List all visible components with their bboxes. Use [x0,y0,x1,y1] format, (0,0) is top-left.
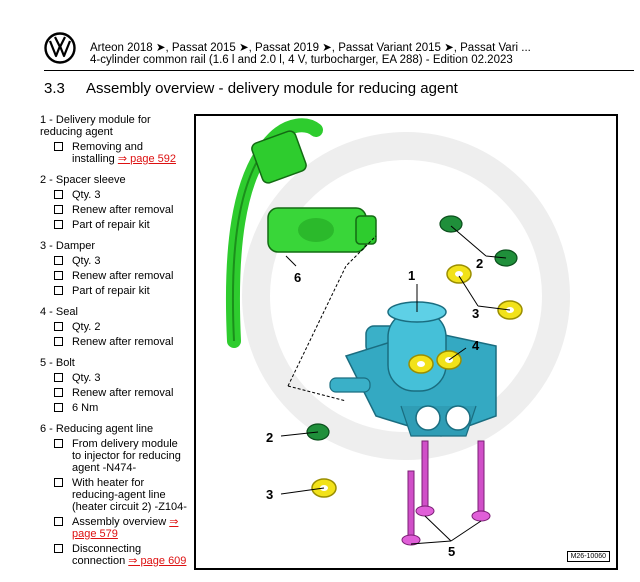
vw-logo [44,32,76,64]
legend-item-title: 3 - Damper [40,240,96,252]
legend-subitem: Renew after removal [40,204,188,216]
callout-6: 6 [294,270,302,285]
callout-3: 3 [472,306,480,321]
checkbox-icon [54,286,63,295]
legend-subitem: Qty. 3 [40,255,188,267]
legend-subitem: Qty. 3 [40,189,188,201]
checkbox-icon [54,220,63,229]
legend-subitem: Renew after removal [40,270,188,282]
legend-subitem: Assembly overview ⇒ page 579 [40,516,188,540]
checkbox-icon [54,271,63,280]
legend-subitem: Renew after removal [40,336,188,348]
legend-item-title: 6 - Reducing agent line [40,423,154,435]
legend-subitem: Part of repair kit [40,219,188,231]
checkbox-icon [54,322,63,331]
section-number: 3.3 [44,80,65,97]
legend-subitem: With heater for reducing-agent line (hea… [40,477,188,513]
parts-legend: 1 - Delivery module for reducing agent R… [40,114,188,570]
callout-1: 1 [408,268,416,283]
checkbox-icon [54,373,63,382]
legend-subitem: Qty. 3 [40,372,188,384]
legend-subitem: Qty. 2 [40,321,188,333]
header-engine-edition: 4-cylinder common rail (1.6 l and 2.0 l,… [90,54,513,66]
legend-subitem: Part of repair kit [40,285,188,297]
document-header: Arteon 2018 ➤, Passat 2015 ➤, Passat 201… [44,28,634,72]
callout-2: 2 [476,256,484,271]
callout-4: 4 [472,338,480,353]
checkbox-icon [54,544,63,553]
page-link[interactable]: ⇒ page 609 [128,555,187,567]
callout-2-lower: 2 [266,430,274,445]
figure-id: M26-10060 [566,551,610,562]
checkbox-icon [54,517,63,526]
callout-5: 5 [448,544,456,559]
checkbox-icon [54,256,63,265]
legend-subitem: Removing and installing ⇒ page 592 [40,141,188,165]
header-model-list: Arteon 2018 ➤, Passat 2015 ➤, Passat 201… [90,42,531,54]
legend-subitem: 6 Nm [40,402,188,414]
legend-item-title: 2 - Spacer sleeve [40,174,126,186]
checkbox-icon [54,205,63,214]
callout-3-lower: 3 [266,487,274,502]
checkbox-icon [54,142,63,151]
checkbox-icon [54,403,63,412]
checkbox-icon [54,478,63,487]
legend-item-title: 5 - Bolt [40,357,75,369]
checkbox-icon [54,439,63,448]
legend-item-title: 4 - Seal [40,306,78,318]
legend-item-title: 1 - Delivery module for reducing agent [40,114,151,138]
section-title: Assembly overview - delivery module for … [86,80,458,97]
legend-subitem: Disconnecting connection ⇒ page 609 [40,543,188,567]
legend-subitem: Renew after removal [40,387,188,399]
checkbox-icon [54,190,63,199]
page-link[interactable]: ⇒ page 579 [72,516,179,540]
page-link[interactable]: ⇒ page 592 [117,153,177,165]
header-divider [44,70,634,71]
checkbox-icon [54,337,63,346]
checkbox-icon [54,388,63,397]
exploded-view-figure: 1 2 3 4 6 2 3 5 M26-10060 [194,114,618,570]
legend-subitem: From delivery module to injector for red… [40,438,188,474]
exploded-view-drawing [225,118,570,546]
